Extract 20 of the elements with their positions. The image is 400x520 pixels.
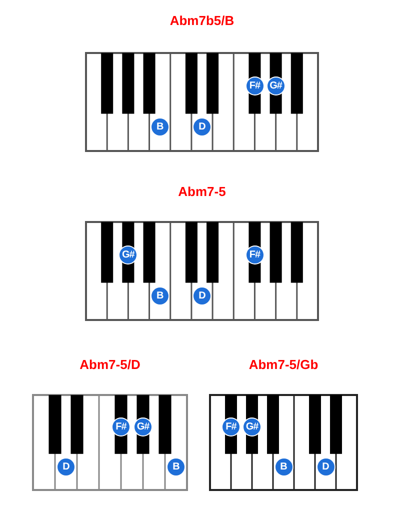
note-marker: B [275, 458, 292, 476]
note-marker: D [194, 288, 210, 305]
chord-title: Abm7-5 [177, 184, 227, 199]
note-marker: F# [246, 246, 264, 264]
note-marker: G# [120, 246, 137, 264]
chord-title: Abm7-5/Gb [248, 357, 320, 372]
note-marker: B [151, 118, 168, 136]
note-marker: G# [134, 418, 152, 436]
chord-title: Abm7-5/D [78, 357, 142, 372]
note-marker: D [194, 118, 210, 136]
note-marker: B [151, 288, 168, 305]
note-marker: D [317, 458, 334, 476]
note-marker: D [58, 458, 74, 476]
chord-title: Abm7b5/B [168, 13, 236, 28]
note-marker: F# [112, 418, 130, 436]
note-marker: F# [222, 418, 240, 436]
note-marker: G# [244, 418, 260, 436]
note-marker: B [168, 458, 184, 476]
note-marker: G# [267, 78, 284, 95]
note-marker: F# [246, 78, 264, 95]
